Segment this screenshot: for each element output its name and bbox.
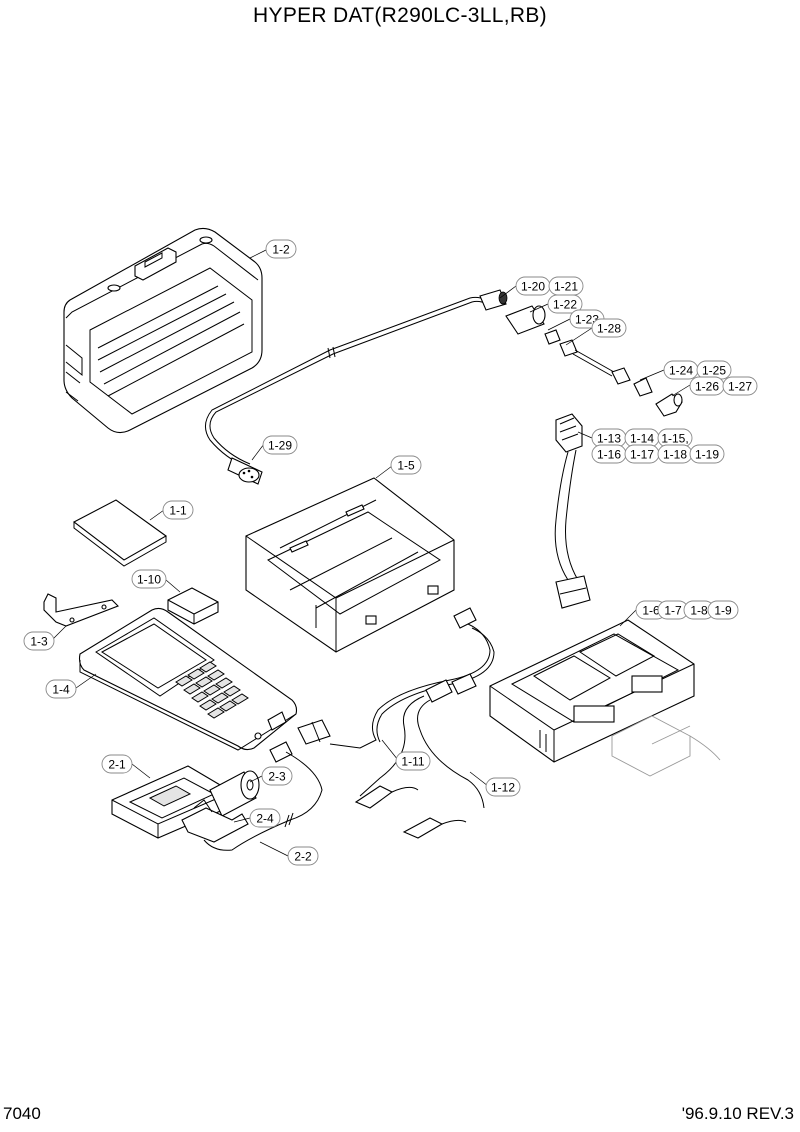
label-1-26: 1-26 [689, 376, 725, 396]
carrying-case [63, 227, 263, 434]
label-1-4: 1-4 [45, 679, 77, 699]
label-1-12: 1-12 [485, 777, 521, 797]
svg-text:1-5: 1-5 [397, 459, 415, 473]
small-module [167, 587, 219, 625]
svg-text:1-1: 1-1 [169, 504, 187, 518]
svg-text:1-16: 1-16 [597, 448, 621, 462]
svg-text:1-4: 1-4 [52, 683, 70, 697]
label-1-24: 1-24 [663, 360, 699, 380]
label-1-29: 1-29 [262, 435, 298, 455]
svg-text:1-22: 1-22 [553, 298, 577, 312]
svg-text:1-2: 1-2 [272, 243, 290, 257]
battery-clip-cable [354, 673, 485, 839]
svg-text:1-14: 1-14 [630, 432, 654, 446]
svg-text:1-19: 1-19 [695, 448, 719, 462]
handheld-terminal [78, 607, 298, 751]
label-1-20: 1-20 [515, 276, 551, 296]
svg-text:1-6: 1-6 [642, 604, 660, 618]
label-1-28: 1-28 [591, 318, 627, 338]
callout-labels: 1-2 1-20 1-21 1-22 1-23 1-28 1-24 1-25 1… [23, 239, 758, 866]
diagram-title: HYPER DAT(R290LC-3LL,RB) [253, 4, 547, 27]
label-1-3: 1-3 [23, 631, 55, 651]
printer [111, 765, 233, 839]
label-1-13: 1-13 [591, 428, 627, 448]
svg-text:1-13: 1-13 [597, 432, 621, 446]
svg-text:2-2: 2-2 [294, 850, 312, 864]
svg-text:1-26: 1-26 [695, 380, 719, 394]
svg-text:1-28: 1-28 [597, 322, 621, 336]
label-1-21: 1-21 [548, 276, 584, 296]
label-1-25: 1-25 [696, 360, 732, 380]
label-1-10: 1-10 [131, 569, 167, 589]
svg-text:1-18: 1-18 [663, 448, 687, 462]
mounting-bracket [43, 593, 119, 627]
label-1-7: 1-7 [657, 600, 689, 620]
label-1-1: 1-1 [162, 500, 194, 520]
svg-text:1-12: 1-12 [491, 781, 515, 795]
label-1-11: 1-11 [395, 751, 431, 771]
svg-text:2-4: 2-4 [256, 812, 274, 826]
svg-text:1-7: 1-7 [664, 604, 682, 618]
svg-text:1-27: 1-27 [728, 380, 752, 394]
label-2-4: 2-4 [249, 808, 281, 828]
control-box [489, 619, 721, 777]
manual-book [72, 499, 168, 567]
label-2-2: 2-2 [287, 846, 319, 866]
keypad [175, 661, 249, 719]
svg-text:2-3: 2-3 [268, 770, 286, 784]
leader-lines [51, 249, 691, 857]
label-1-18: 1-18 [657, 444, 693, 464]
label-1-16: 1-16 [591, 444, 627, 464]
svg-text:1-25: 1-25 [702, 364, 726, 378]
svg-text:1-15,: 1-15, [661, 432, 688, 446]
paper-roll [209, 770, 260, 817]
label-1-5: 1-5 [390, 455, 422, 475]
svg-text:1-11: 1-11 [401, 755, 424, 769]
label-2-3: 2-3 [261, 766, 293, 786]
printer-cable [203, 741, 323, 851]
label-1-9: 1-9 [707, 600, 739, 620]
label-2-1: 2-1 [101, 754, 133, 774]
label-1-22: 1-22 [547, 294, 583, 314]
main-cable [205, 296, 488, 485]
svg-text:1-17: 1-17 [630, 448, 654, 462]
svg-text:1-20: 1-20 [521, 280, 545, 294]
label-1-27: 1-27 [722, 376, 758, 396]
label-1-17: 1-17 [624, 444, 660, 464]
label-1-19: 1-19 [689, 444, 725, 464]
page-number: 7040 [3, 1104, 41, 1123]
svg-text:1-8: 1-8 [690, 604, 708, 618]
revision-text: '96.9.10 REV.3 [681, 1104, 794, 1123]
svg-text:2-1: 2-1 [108, 758, 126, 772]
wire-harness [554, 413, 591, 609]
svg-text:1-24: 1-24 [669, 364, 693, 378]
label-1-2: 1-2 [265, 239, 297, 259]
holder-tray [245, 477, 455, 653]
label-1-15: 1-15, [657, 428, 693, 448]
label-1-14: 1-14 [624, 428, 660, 448]
svg-text:1-21: 1-21 [554, 280, 578, 294]
svg-text:1-3: 1-3 [30, 635, 48, 649]
svg-text:1-9: 1-9 [714, 604, 732, 618]
adapter-chain [479, 289, 683, 417]
svg-text:1-10: 1-10 [137, 573, 161, 587]
svg-text:1-29: 1-29 [268, 439, 292, 453]
